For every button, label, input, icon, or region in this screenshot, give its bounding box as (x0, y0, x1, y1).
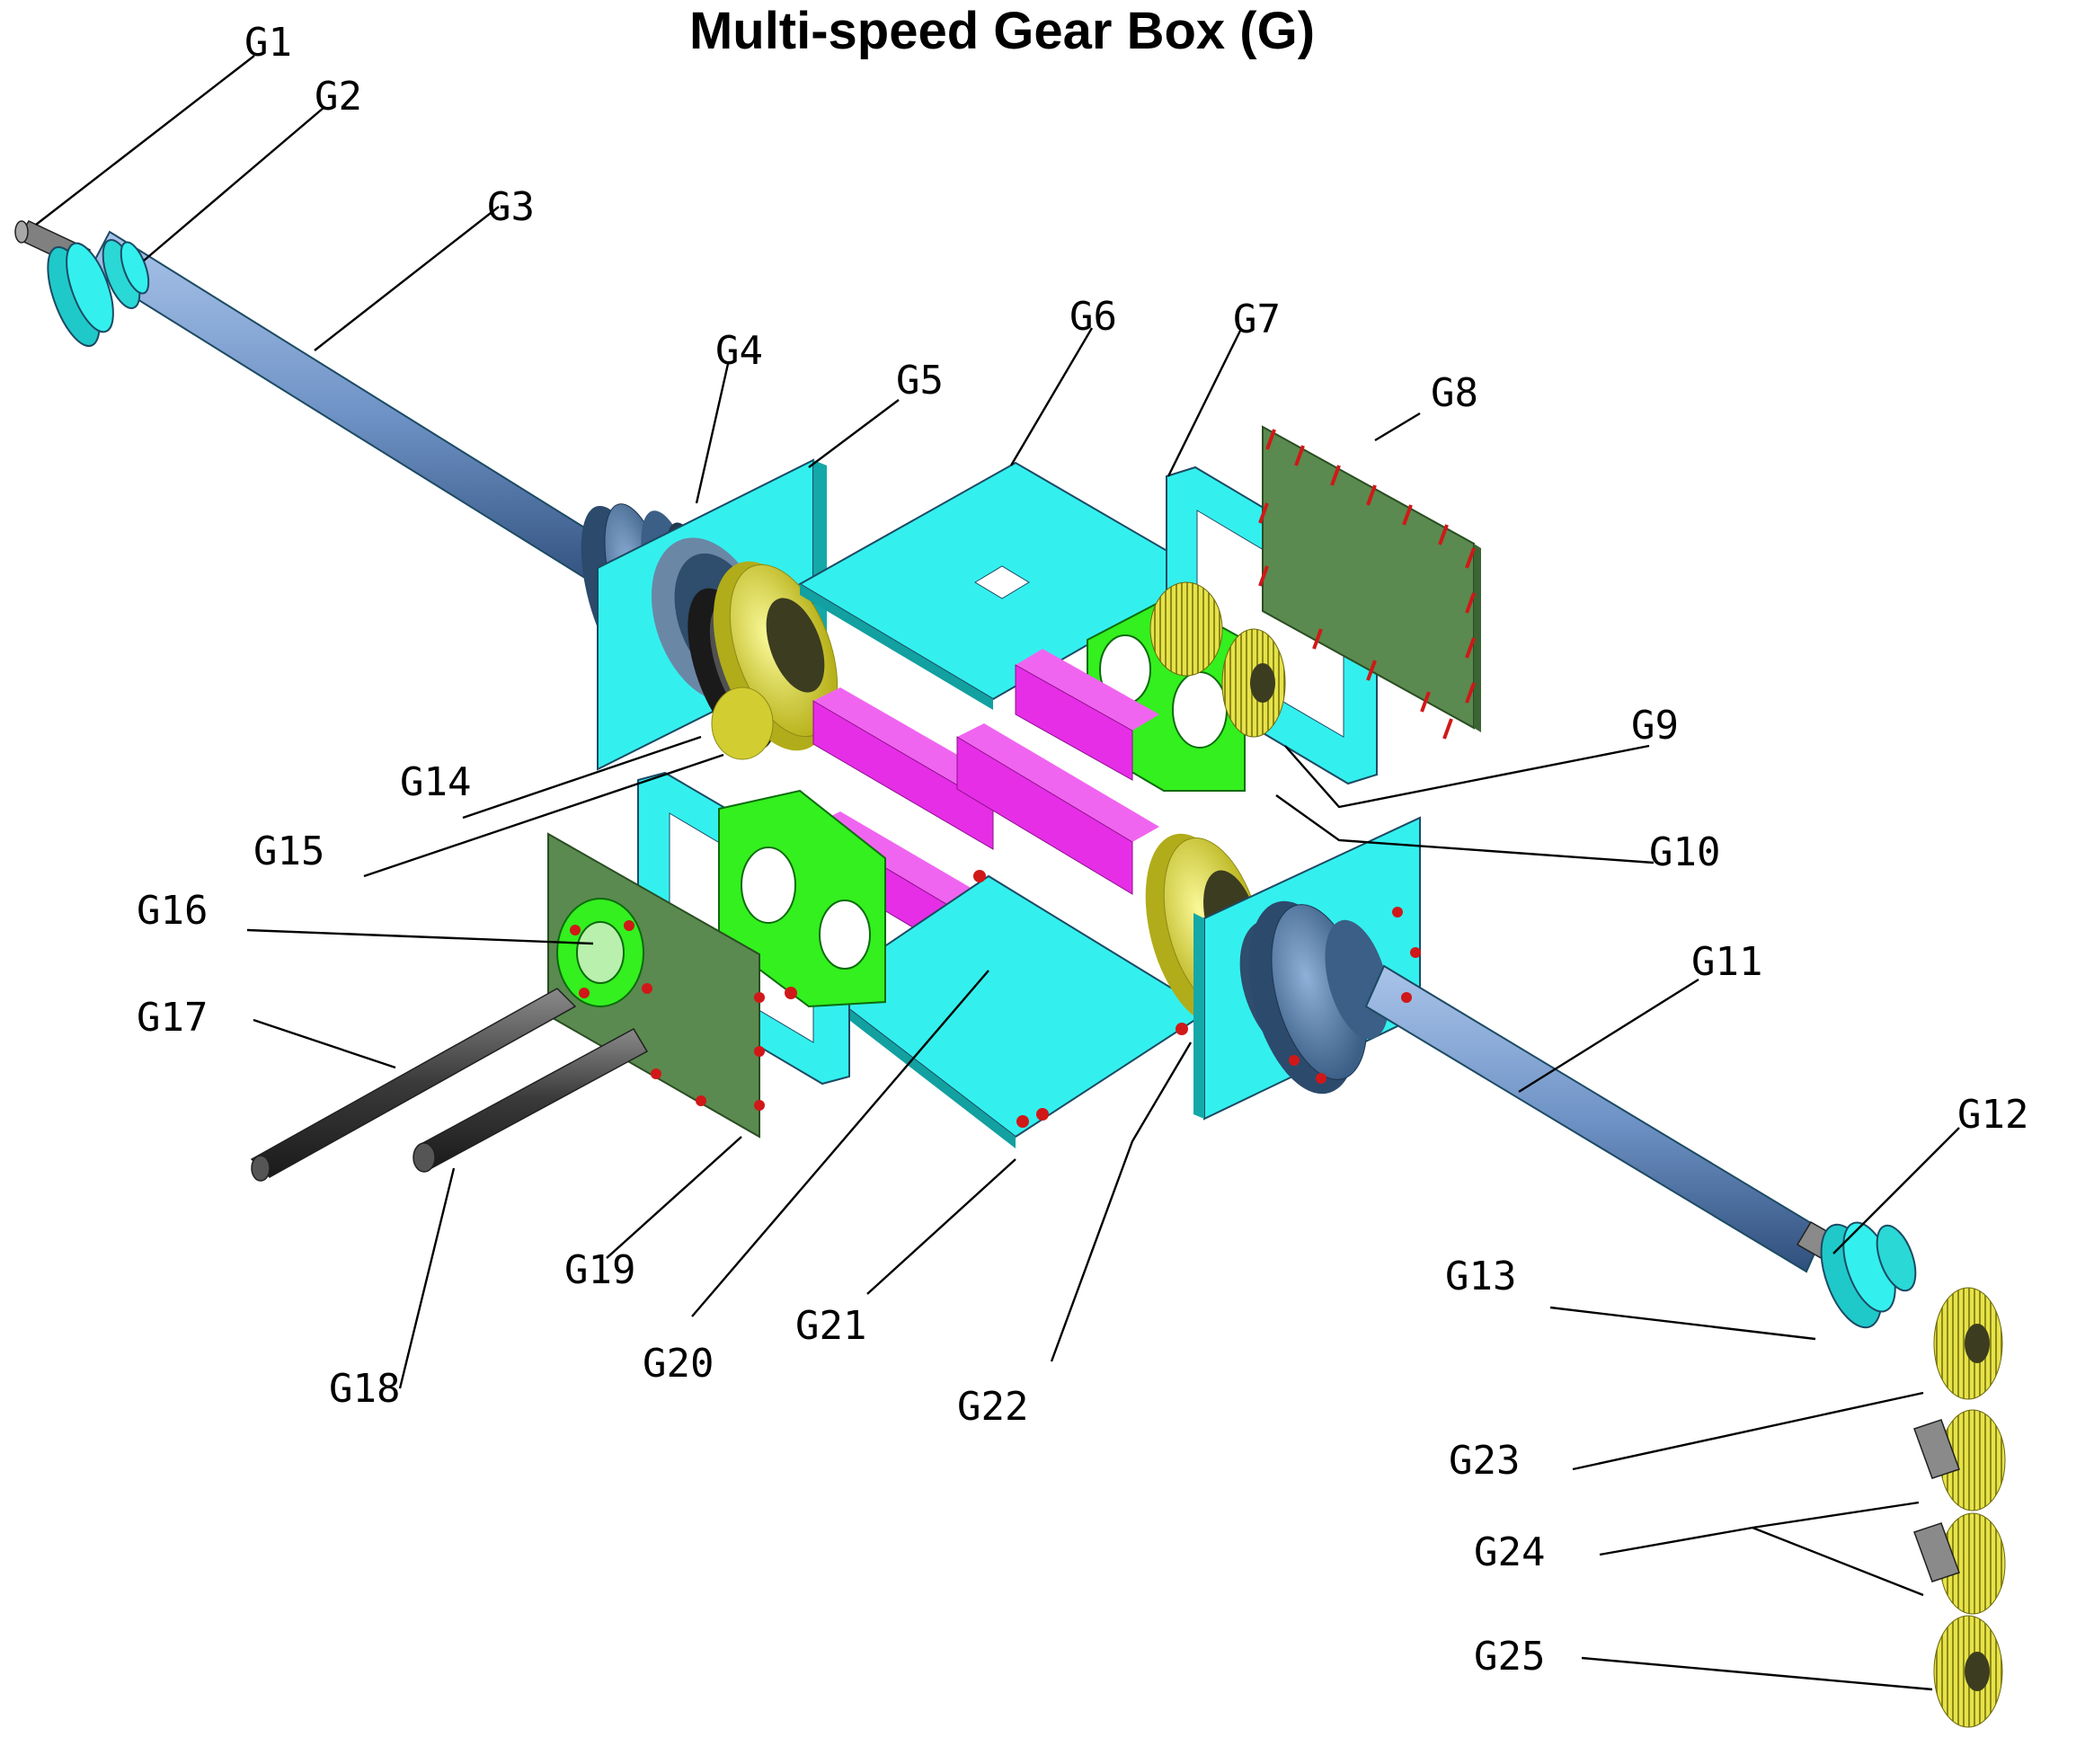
diagram-title: Multi-speed Gear Box (G) (689, 2, 1315, 60)
part-labels: G1 G2 G3 G4 G5 G6 G7 G8 G9 G10 G11 G12 G… (137, 20, 2028, 1680)
label-g1: G1 (244, 20, 292, 66)
bolt-pins-upper (1258, 429, 1476, 740)
label-g11: G11 (1691, 939, 1762, 985)
label-g2: G2 (315, 74, 362, 120)
green-cover-plate-left (547, 832, 760, 1139)
label-g18: G18 (329, 1366, 400, 1412)
cyan-top-plate (798, 461, 1211, 710)
dark-shafts (250, 988, 649, 1182)
green-bearing-block-lower (718, 789, 886, 1008)
label-g3: G3 (487, 184, 535, 230)
label-g24: G24 (1474, 1529, 1545, 1575)
gear-stack (1913, 1287, 2006, 1728)
magenta-bar-middle (812, 687, 1159, 895)
label-g9: G9 (1631, 703, 1679, 749)
end-flange-right (1820, 1221, 1917, 1329)
green-cover-plate-right (1262, 425, 1481, 732)
label-g15: G15 (253, 829, 324, 874)
label-g10: G10 (1649, 829, 1720, 875)
label-g14: G14 (400, 759, 471, 805)
label-g7: G7 (1233, 297, 1281, 342)
main-shaft-left (14, 220, 631, 595)
small-gears-upper (1149, 581, 1286, 738)
label-g19: G19 (564, 1247, 635, 1293)
label-g13: G13 (1445, 1254, 1516, 1299)
yellow-gear-left (711, 561, 838, 760)
label-g20: G20 (643, 1341, 714, 1387)
label-g8: G8 (1431, 370, 1478, 416)
label-g21: G21 (795, 1303, 866, 1349)
label-g17: G17 (137, 995, 208, 1041)
label-g5: G5 (896, 358, 944, 403)
label-g16: G16 (137, 888, 208, 934)
main-shaft-right (1364, 964, 1844, 1273)
label-g23: G23 (1449, 1438, 1520, 1484)
label-g12: G12 (1957, 1092, 2028, 1138)
magenta-bar-upper (1015, 649, 1159, 781)
bolt-dots (570, 870, 1421, 1128)
label-g4: G4 (715, 328, 763, 374)
coupling-hub-right (1248, 900, 1389, 1095)
label-g25: G25 (1474, 1634, 1545, 1680)
label-g22: G22 (957, 1384, 1028, 1430)
leader-lines (35, 55, 1960, 1691)
end-flange-left (47, 239, 150, 348)
label-g6: G6 (1069, 294, 1117, 340)
